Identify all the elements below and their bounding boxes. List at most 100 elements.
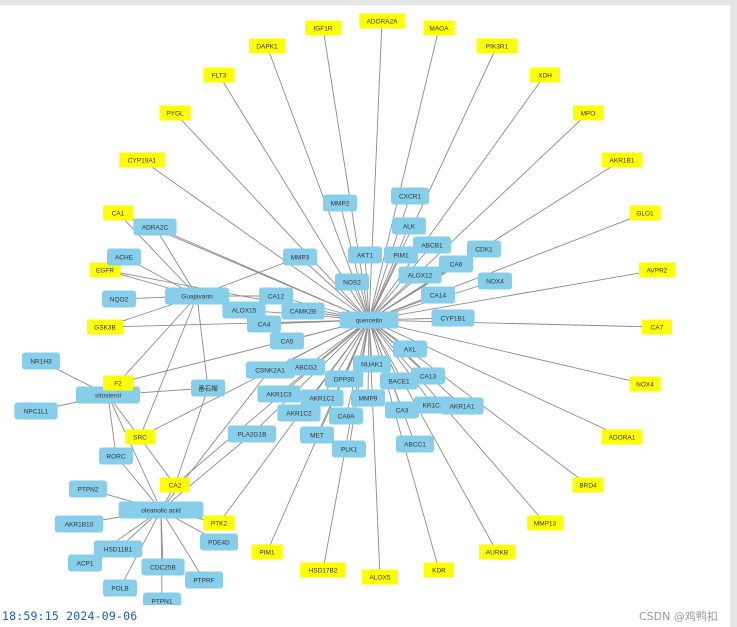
node-KDR[interactable]: KDR	[424, 562, 454, 578]
node-AXL[interactable]: AXL	[393, 340, 427, 358]
node-PLK1[interactable]: PLK1	[332, 440, 366, 458]
node-ADORA1[interactable]: ADORA1	[601, 429, 643, 445]
node-label: sitosterol	[95, 393, 122, 400]
node-CA4[interactable]: CA4	[247, 315, 281, 333]
scrollbar-track[interactable]	[730, 0, 737, 627]
node-MMP9[interactable]: MMP9	[351, 389, 385, 407]
node-CSNK2A1[interactable]: CSNK2A1	[245, 361, 295, 379]
node-GSK3B[interactable]: GSK3B	[87, 319, 123, 335]
node-box	[227, 425, 277, 443]
node-box	[392, 217, 426, 235]
node-EGFR[interactable]: EGFR	[89, 262, 121, 278]
node-POLB[interactable]: POLB	[103, 579, 137, 597]
node-PYGL[interactable]: PYGL	[159, 105, 191, 121]
node-ABCC1[interactable]: ABCC1	[396, 435, 434, 453]
node-ADORA2A[interactable]: ADORA2A	[359, 13, 405, 29]
edge-oleanolic-sitosterol	[107, 394, 162, 511]
node-CA1[interactable]: CA1	[103, 205, 133, 221]
node-box	[530, 67, 560, 83]
node-BRD4[interactable]: BRD4	[572, 477, 604, 493]
node-CYP19A1[interactable]: CYP19A1	[119, 152, 165, 168]
node-MMP3[interactable]: MMP3	[283, 248, 317, 266]
node-RORC[interactable]: RORC	[99, 447, 133, 465]
node-oleanolic[interactable]: oleanolic acid	[118, 501, 204, 519]
node-NQO2[interactable]: NQO2	[102, 290, 136, 308]
node-DPP30[interactable]: DPP30	[325, 370, 363, 388]
node-CA2[interactable]: CA2	[160, 477, 190, 493]
node-BACE1[interactable]: BACE1	[380, 372, 418, 390]
node-PIM1b[interactable]: PIM1	[384, 246, 418, 264]
node-PDE4D[interactable]: PDE4D	[200, 533, 238, 551]
node-CDK1[interactable]: CDK1	[467, 240, 501, 258]
node-CA12[interactable]: CA12	[259, 287, 293, 305]
node-NOX4b[interactable]: NOX4	[478, 272, 512, 290]
node-ABCG2[interactable]: ABCG2	[287, 358, 325, 376]
node-AKR1C1[interactable]: AKR1C1	[300, 389, 344, 407]
node-AURKB[interactable]: AURKB	[479, 544, 515, 560]
node-label: CA3	[396, 408, 409, 415]
node-CA9[interactable]: CA9A	[329, 407, 363, 425]
node-AKT1[interactable]: AKT1	[348, 246, 382, 264]
node-MMP2[interactable]: MMP2	[323, 194, 357, 212]
node-PTPN1[interactable]: PTPN1	[143, 592, 181, 606]
node-PLA2G1B[interactable]: PLA2G1B	[227, 425, 277, 443]
node-AKR1C2[interactable]: AKR1C2	[277, 404, 321, 422]
node-ACP1[interactable]: ACP1	[68, 554, 102, 572]
node-CA13[interactable]: CA13	[411, 367, 445, 385]
node-MET[interactable]: MET	[300, 426, 334, 444]
node-ACHE[interactable]: ACHE	[107, 248, 141, 266]
node-AKR1B1[interactable]: AKR1B1	[601, 152, 643, 168]
node-sitosterol[interactable]: sitosterol	[76, 386, 140, 404]
edge-quercetin-CA7	[368, 319, 658, 328]
node-CA7[interactable]: CA7	[642, 319, 672, 335]
node-SRC[interactable]: SRC	[125, 429, 155, 445]
node-NUAK1[interactable]: NUAK1	[353, 355, 391, 373]
node-HSD11B1[interactable]: HSD11B1	[93, 540, 143, 558]
node-NOS2[interactable]: NOS2	[335, 273, 369, 291]
node-CA14[interactable]: CA14	[421, 286, 455, 304]
node-NOX4[interactable]: NOX4	[629, 376, 661, 392]
node-NR1H3[interactable]: NR1H3	[22, 352, 60, 370]
node-MMP13[interactable]: MMP13	[527, 515, 563, 531]
node-CA6[interactable]: CA6	[439, 255, 473, 273]
node-ADRA2C[interactable]: ADRA2C	[133, 218, 177, 236]
node-DAPK1[interactable]: DAPK1	[249, 38, 285, 54]
node-CYP1B1[interactable]: CYP1B1	[431, 309, 475, 327]
node-F2[interactable]: F2	[103, 375, 133, 391]
node-PIK3R1[interactable]: PIK3R1	[476, 38, 518, 54]
node-box	[572, 477, 604, 493]
node-box	[277, 404, 321, 422]
node-MPO[interactable]: MPO	[573, 105, 603, 121]
node-PIM1[interactable]: PIM1	[251, 544, 283, 560]
node-AKR1A1[interactable]: AKR1A1	[440, 397, 484, 415]
node-AKR1B10[interactable]: AKR1B10	[54, 515, 104, 533]
node-CAMK2B[interactable]: CAMK2B	[281, 302, 325, 320]
node-ABCB1[interactable]: ABCB1	[413, 236, 451, 254]
node-FLT3[interactable]: FLT3	[203, 67, 235, 83]
node-PTPN2[interactable]: PTPN2	[69, 480, 107, 498]
node-label: ALK	[403, 224, 416, 231]
node-ALOX5[interactable]: ALOX5	[362, 569, 398, 585]
node-HSD17B2[interactable]: HSD17B2	[300, 562, 346, 578]
node-label: quercetin	[356, 318, 383, 325]
node-XDH[interactable]: XDH	[530, 67, 560, 83]
node-PTK2[interactable]: PTK2	[203, 515, 235, 531]
node-AKR1C3[interactable]: AKR1C3	[257, 385, 301, 403]
node-ALOX12[interactable]: ALOX12	[398, 266, 442, 284]
node-CXCR1[interactable]: CXCR1	[391, 187, 429, 205]
node-IGF1R[interactable]: IGF1R	[305, 20, 341, 36]
node-AVPR2[interactable]: AVPR2	[639, 262, 675, 278]
node-CA5[interactable]: CA5	[270, 332, 304, 350]
node-CDC25B[interactable]: CDC25B	[141, 558, 185, 576]
node-GLO1[interactable]: GLO1	[629, 205, 661, 221]
node-ALK[interactable]: ALK	[392, 217, 426, 235]
node-PTPRF[interactable]: PTPRF	[185, 571, 223, 589]
node-ALOX15[interactable]: ALOX15	[222, 301, 266, 319]
node-CA3[interactable]: CA3	[385, 401, 419, 419]
node-guajavarin[interactable]: Guajavarin	[165, 287, 229, 305]
node-kaempferol[interactable]: 番石榴	[191, 379, 225, 397]
node-quercetin[interactable]: quercetin	[339, 311, 399, 329]
node-MAOA[interactable]: MAOA	[423, 20, 455, 36]
node-label: CA5	[281, 339, 294, 346]
node-NPC1L1[interactable]: NPC1L1	[14, 402, 58, 420]
